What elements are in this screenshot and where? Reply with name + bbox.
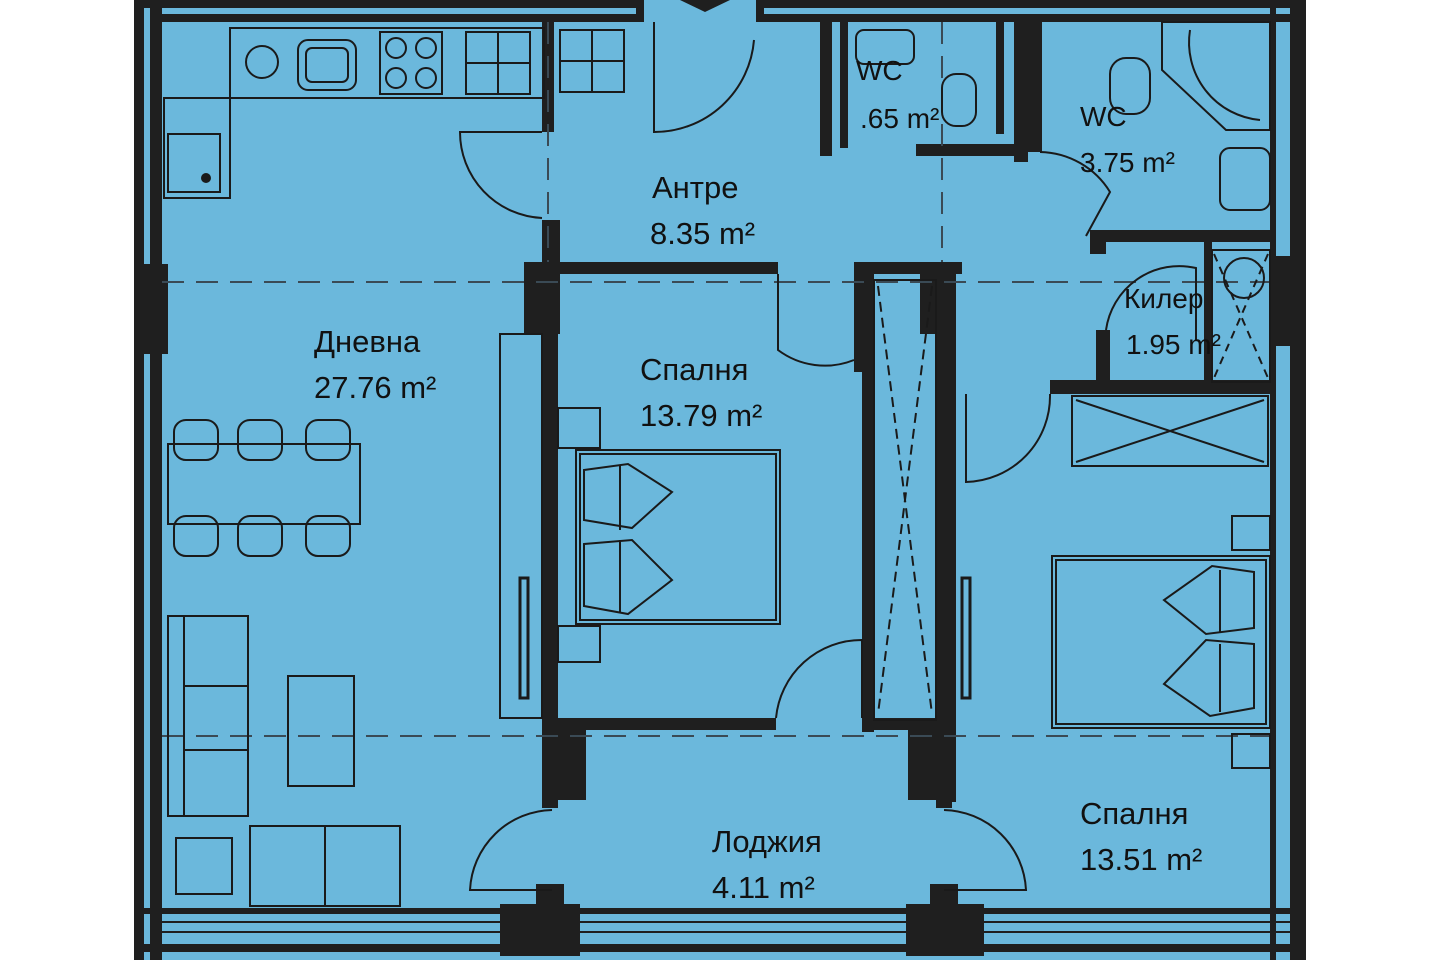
bedroom-1-name: Спалня xyxy=(640,352,748,387)
bedroom-1-furniture xyxy=(557,279,972,721)
hall-area: 8.35 m² xyxy=(650,216,755,251)
storage-name: Килер xyxy=(1124,283,1203,314)
storage-area: 1.95 m² xyxy=(1126,329,1221,360)
doors xyxy=(458,22,1197,891)
hall-name: Антре xyxy=(652,170,738,205)
lounge-set xyxy=(167,615,401,907)
living-room-area: 27.76 m² xyxy=(314,370,436,405)
loggia-name: Лоджия xyxy=(712,824,822,859)
room-labels: Дневна 27.76 m² Антре 8.35 m² WC .65 m² … xyxy=(314,55,1221,905)
bedroom-2-area: 13.51 m² xyxy=(1080,842,1202,877)
bedroom-1-area: 13.79 m² xyxy=(640,398,762,433)
loggia-area: 4.11 m² xyxy=(712,870,815,905)
wc-small-name: WC xyxy=(856,55,903,86)
wc-small-area: .65 m² xyxy=(860,103,939,134)
wc-large-name: WC xyxy=(1080,101,1127,132)
outer-walls xyxy=(134,0,1306,960)
living-room-name: Дневна xyxy=(314,324,421,359)
kitchen-units xyxy=(163,27,625,199)
dining-set xyxy=(167,419,361,557)
bathroom-fixtures xyxy=(855,21,1271,383)
wc-large-area: 3.75 m² xyxy=(1080,147,1175,178)
bedroom-2-name: Спалня xyxy=(1080,796,1188,831)
bedroom-2-furniture xyxy=(1051,395,1271,769)
living-wardrobe xyxy=(499,333,543,719)
floor-area xyxy=(134,0,1306,960)
zone-lines xyxy=(162,22,1270,737)
